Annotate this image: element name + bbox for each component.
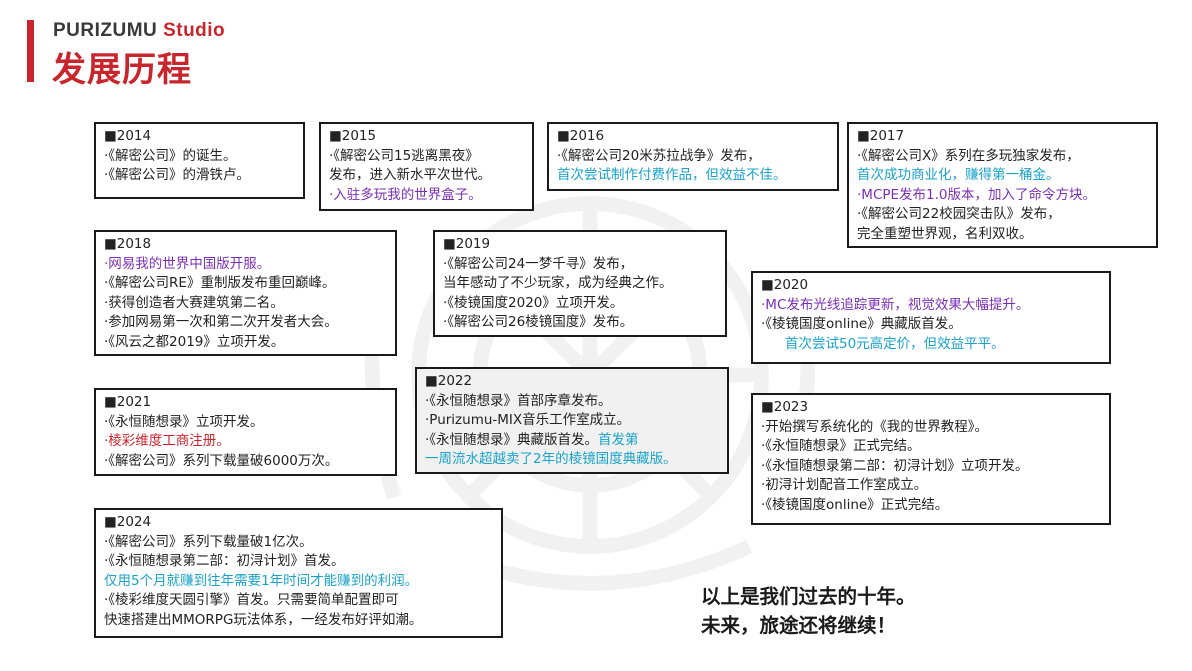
timeline-card-2020: ■2020 ·MC发布光线追踪更新，视觉效果大幅提升。 ·《棱镜国度online… [751, 271, 1111, 364]
year-heading: ■2018 [104, 236, 152, 252]
timeline-card-2024: ■2024 ·《解密公司》系列下载量破1亿次。 ·《永恒随想录第二部：初浔计划》… [94, 508, 503, 638]
timeline-entry: ·开始撰写系统化的《我的世界教程》。 [761, 418, 989, 435]
timeline-card-2016: ■2016 ·《解密公司20米苏拉战争》发布， 首次尝试制作付费作品，但效益不佳… [547, 122, 839, 191]
year-heading: ■2021 [104, 394, 152, 410]
timeline-entry: ·棱彩维度工商注册。 [104, 433, 230, 449]
closing-line: 未来，旅途还将继续！ [701, 614, 897, 637]
timeline-card-2019: ■2019 ·《解密公司24一梦千寻》发布， 当年感动了不少玩家，成为经典之作。… [433, 230, 727, 337]
closing-line: 以上是我们过去的十年。 [701, 585, 916, 608]
timeline-entry: ·《棱镜国度online》典藏版首发。 [761, 316, 962, 332]
timeline-entry: ·《解密公司》系列下载量破1亿次。 [104, 533, 313, 550]
timeline-entry: ·《风云之都2019》立项开发。 [104, 333, 285, 350]
timeline-entry: 首次成功商业化，赚得第一桶金。 [857, 167, 1060, 183]
year-heading: ■2015 [329, 128, 377, 144]
timeline-entry: 仅用5个月就赚到往年需要1年时间才能赚到的利润。 [104, 572, 419, 589]
timeline-card-2014: ■2014 ·《解密公司》的诞生。 ·《解密公司》的滑铁卢。 [94, 122, 305, 199]
timeline-entry: 完全重塑世界观，名利双收。 [857, 225, 1033, 242]
timeline-entry: ·《永恒随想录》正式完结。 [761, 438, 921, 454]
timeline-entry: ·《解密公司22校园突击队》发布， [857, 206, 1061, 222]
timeline-entry: ·《解密公司24一梦千寻》发布， [443, 255, 634, 272]
timeline-entry: ·《解密公司》的滑铁卢。 [104, 167, 251, 183]
brand-accent: Studio [163, 20, 226, 41]
timeline-entry: ·《棱镜国度2020》立项开发。 [443, 294, 624, 311]
timeline-entry: 发布，进入新水平次世代。 [329, 167, 491, 183]
timeline-card-2022: ■2022 ·《永恒随想录》首部序章发布。 ·Purizumu-MIX音乐工作室… [415, 367, 729, 474]
timeline-entry: ·MCPE发布1.0版本，加入了命令方块。 [857, 186, 1097, 203]
page-title: 发展历程 [52, 50, 192, 90]
title-accent-bar [27, 20, 34, 82]
timeline-entry: 一周流水超越卖了2年的棱镜国度典藏版。 [425, 451, 677, 467]
timeline-entry: ·MC发布光线追踪更新，视觉效果大幅提升。 [761, 296, 1030, 313]
timeline-entry: 首次尝试50元高定价，但效益平平。 [785, 335, 1005, 352]
year-heading: ■2020 [761, 277, 809, 293]
timeline-entry: ·《永恒随想录》首部序章发布。 [425, 392, 612, 409]
timeline-card-2015: ■2015 ·《解密公司15逃离黑夜》 发布，进入新水平次世代。 ·入驻多玩我的… [319, 122, 534, 211]
year-heading: ■2022 [425, 373, 473, 389]
timeline-entry: ·《永恒随想录第二部：初浔计划》立项开发。 [761, 457, 1029, 474]
timeline-entry: ·《解密公司15逃离黑夜》 [329, 147, 479, 164]
studio-brand: PURIZUMU Studio [53, 20, 225, 42]
timeline-card-2021: ■2021 ·《永恒随想录》立项开发。 ·棱彩维度工商注册。 ·《解密公司》系列… [94, 388, 397, 476]
timeline-entry: 首次尝试制作付费作品，但效益不佳。 [557, 167, 787, 183]
timeline-entry: ·《解密公司26棱镜国度》发布。 [443, 314, 634, 330]
timeline-entry: ·Purizumu-MIX音乐工作室成立。 [425, 412, 631, 428]
timeline-entry: ·《解密公司》系列下载量破6000万次。 [104, 452, 339, 469]
timeline-card-2018: ■2018 ·网易我的世界中国版开服。 ·《解密公司RE》重制版发布重回巅峰。 … [94, 230, 397, 356]
timeline-entry: ·《解密公司》的诞生。 [104, 147, 237, 164]
year-heading: ■2014 [104, 128, 152, 144]
timeline-entry: ·《解密公司X》系列在多玩独家发布， [857, 147, 1080, 164]
timeline-entry: 当年感动了不少玩家，成为经典之作。 [443, 275, 673, 291]
timeline-entry: ·《棱镜国度online》正式完结。 [761, 496, 949, 513]
timeline-entry: ·《解密公司RE》重制版发布重回巅峰。 [104, 275, 336, 291]
timeline-entry: ·参加网易第一次和第二次开发者大会。 [104, 314, 338, 330]
timeline-card-2023: ■2023 ·开始撰写系统化的《我的世界教程》。 ·《永恒随想录》正式完结。 ·… [751, 393, 1111, 525]
brand-name: PURIZUMU [53, 20, 158, 41]
timeline-entry: ·《永恒随想录第二部：初浔计划》首发。 [104, 553, 345, 569]
timeline-entry: ·网易我的世界中国版开服。 [104, 255, 271, 272]
closing-statement: 以上是我们过去的十年。 未来，旅途还将继续！ [701, 582, 916, 640]
year-heading: ■2016 [557, 128, 605, 144]
timeline-entry: ·初浔计划配音工作室成立。 [761, 477, 928, 493]
timeline-entry: ·入驻多玩我的世界盒子。 [329, 186, 482, 203]
timeline-entry-highlight: 首发第 [598, 431, 639, 448]
year-heading: ■2017 [857, 128, 905, 144]
timeline-entry: ·《永恒随想录》典藏版首发。 [425, 431, 599, 448]
timeline-entry: ·《永恒随想录》立项开发。 [104, 413, 264, 430]
timeline-entry: ·《棱彩维度天圆引擎》首发。只需要简单配置即可 [104, 592, 399, 608]
timeline-entry: ·《解密公司20米苏拉战争》发布， [557, 147, 761, 164]
year-heading: ■2023 [761, 399, 809, 415]
timeline-card-2017: ■2017 ·《解密公司X》系列在多玩独家发布， 首次成功商业化，赚得第一桶金。… [847, 122, 1158, 248]
timeline-entry: 快速搭建出MMORPG玩法体系，一经发布好评如潮。 [104, 611, 423, 628]
year-heading: ■2019 [443, 236, 491, 252]
year-heading: ■2024 [104, 514, 152, 530]
timeline-entry: ·获得创造者大赛建筑第二名。 [104, 294, 284, 311]
